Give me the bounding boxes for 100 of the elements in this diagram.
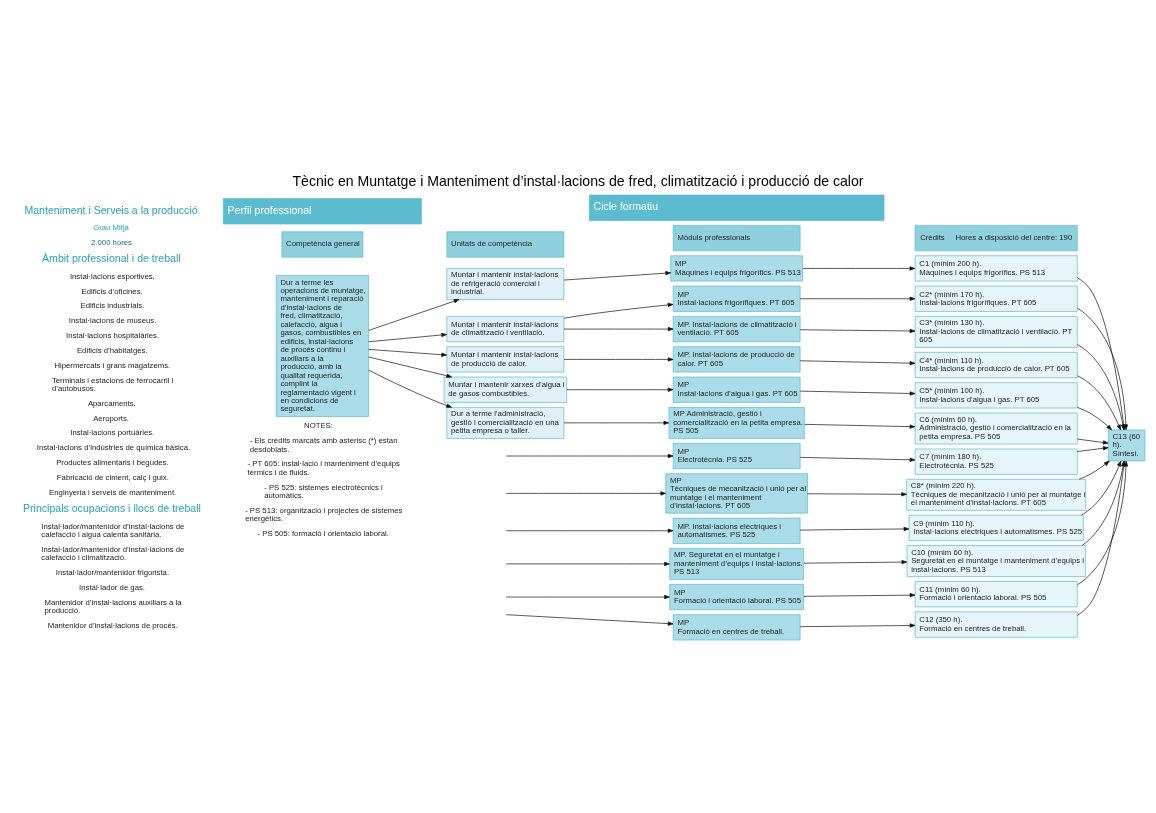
label: Àmbit professional i de treball	[42, 251, 181, 264]
arrow	[802, 265, 916, 270]
label: Instal·lacions portuàries.	[70, 427, 155, 437]
arrow	[368, 369, 452, 408]
arrow	[563, 420, 670, 425]
node-box: Perfil professional	[222, 197, 422, 224]
node-box: C11 (mínim 60 h). Formació i orientació laboral. PS 505	[914, 580, 1078, 607]
label: Hipermercats i grans magatzems.	[54, 360, 171, 370]
node-box: MP. Instal·lacions elèctriques i automatismes. PS 525	[672, 517, 801, 544]
node-box: MP. Instal·lacions de producció de calor. PT 605	[672, 345, 801, 372]
arrow	[1081, 460, 1122, 516]
arrow	[799, 296, 916, 301]
arrow	[799, 328, 916, 333]
node-box: C3* (mínim 130 h). Instal·lacions de climatització i ventilació. PT 605	[914, 315, 1078, 348]
arrow	[505, 594, 670, 599]
arrow	[505, 453, 674, 458]
label: Mantenidor d’instal·lacions auxiliars a la producció.	[44, 597, 182, 615]
arrow	[505, 490, 667, 495]
label: Instal·lador de gas.	[79, 582, 145, 592]
node-box: MP. Seguretat en el muntatge i manteniment d’equips i instal·lacions. PS 513	[669, 547, 804, 580]
node-box: MP Electrotècnia. PS 525	[672, 442, 801, 469]
arrow	[505, 613, 674, 626]
node-box: C4* (mínim 110 h). Instal·lacions de producció de calor. PT 605	[914, 351, 1078, 378]
label: - Els crèdits marcats amb asterisc (*) estan desdoblats.	[249, 435, 398, 454]
node-box: Muntar i mantenir xarxes d’aigua i de gasos combustibles.	[443, 376, 568, 403]
node-box: C1 (mínim 200 h). Màquines i equips frigorífics. PS 513	[914, 254, 1078, 281]
label: - PS 513: organització i projectes de sistemes energètics.	[245, 505, 403, 523]
label: Terminals i estacions de ferrocarril i d’autobusos.	[51, 375, 174, 393]
node-box: MP Formació en centres de treball.	[672, 613, 801, 640]
node-box: C2* (mínim 170 h). Instal·lacions frigorífiques. PT 605	[914, 285, 1078, 312]
label: Manteniment i Serveis a la producció	[24, 203, 198, 216]
arrow	[803, 559, 908, 564]
label: - PS 525: sistemes electrotècnics i automàtics.	[264, 482, 383, 500]
arrow	[1077, 460, 1126, 616]
node-box: C5* (mínim 100 h). Instal·lacions d’aigua i gas. PT 605	[914, 381, 1078, 408]
node-box: MP Administració, gestió i comercialització en la petita empresa. PS 505	[668, 406, 805, 439]
label: 2.000 hores	[91, 237, 133, 247]
arrow	[505, 561, 670, 566]
node-box: Dur a terme les operacions de muntatge, manteniment i reparació d’instal·lacions de fred, climatització, calefacció, aigua i gasos, combustibles en edificis, instal·lacions de procés continu i auxiliars a la producció, amb la qualitat requerida, complint la reglamentació vigent i en condicions de seguretat.	[275, 274, 369, 417]
arrow	[566, 387, 674, 392]
label: Instal·lacions d’indústries de química bàsica.	[36, 442, 191, 452]
node-box: MP Formació i orientació laboral. PS 505	[669, 583, 804, 610]
label: Aeroports.	[93, 413, 129, 423]
node-box: MP. Instal·lacions de climatització i ventilació. PT 605	[672, 315, 801, 342]
node-box: C8* (mínim 220 h). Tècniques de mecanització i unió per al muntatge i el manteniment d’instal·lacions. PT 605	[906, 478, 1087, 511]
node-box: C6 (mínim 60 h). Administració, gestió i comercialització en la petita empresa. PS 505	[914, 412, 1078, 444]
arrow	[368, 348, 447, 357]
node-box: Crèdits Hores a disposició del centre: 190	[914, 224, 1078, 251]
arrow	[799, 526, 910, 531]
arrow	[368, 298, 460, 331]
node-box: Muntar i mantenir instal·lacions de refrigeració comercial i industrial.	[446, 267, 565, 300]
arrow	[799, 456, 916, 462]
arrow	[563, 326, 674, 331]
arrow	[1076, 438, 1109, 445]
node-box: MP Tècniques de mecanització i unió per al muntatge i el manteniment d’instal·lacions. PT 605	[665, 472, 808, 513]
label: Edificis d’oficines.	[81, 286, 143, 296]
arrow	[799, 390, 916, 396]
arrow	[368, 332, 447, 342]
node-box: Unitats de competència	[446, 230, 565, 257]
arrow	[807, 491, 907, 496]
node-box: Dur a terme l’administració, gestió i comercialització en una petita empresa o taller.	[446, 406, 565, 439]
label: Principals ocupacions i llocs de treball	[23, 501, 201, 514]
arrow	[563, 356, 674, 361]
arrow	[1081, 460, 1126, 546]
node-box: MP Instal·lacions d’aigua i gas. PT 605	[672, 376, 801, 403]
label: Instal·lador/mantenidor frigorista.	[55, 567, 170, 577]
arrow	[563, 302, 674, 319]
arrow	[1077, 374, 1121, 430]
node-box: C7 (mínim 180 h). Electrotècnia. PS 525	[914, 448, 1078, 475]
arrow	[803, 592, 916, 597]
label: Fabricació de ciment, calç i guix.	[56, 472, 169, 482]
label: Instal·lador/mantenidor d’instal·lacions de calefacció i climatització.	[41, 544, 185, 562]
label: - PS 505: formació i orientació laboral.	[257, 528, 389, 538]
label: Instal·lacions hospitalàries.	[66, 330, 160, 340]
node-box: MP Instal·lacions frigorífiques. PT 605	[672, 285, 801, 312]
label: Mantenidor d’instal·lacions de procés.	[47, 620, 178, 630]
arrow	[799, 359, 916, 365]
arrow	[1077, 460, 1129, 585]
node-box: C12 (350 h). Formació en centres de treball.	[914, 611, 1078, 638]
node-box: C10 (mínim 60 h). Seguretat en el muntatge i manteniment d’equips i instal·lacions. PS 513	[906, 544, 1086, 577]
diagram-title: Tècnic en Muntatge i Manteniment d’instal·lacions de fred, climatització i producció de calor	[292, 172, 864, 189]
arrow	[804, 423, 916, 429]
node-box: Muntar i mantenir instal·lacions de producció de calor.	[446, 345, 565, 372]
arrow	[505, 528, 674, 533]
node-box: C13 (60 h). Síntesi.	[1107, 429, 1146, 461]
arrow	[563, 270, 671, 280]
arrow	[1076, 445, 1109, 452]
arrow	[368, 356, 452, 378]
label: Productes alimentaris i begudes.	[56, 457, 169, 467]
node-box: Cicle formatiu	[588, 194, 885, 221]
label: NOTES:	[304, 420, 333, 430]
node-box: C9 (mínim 110 h). Instal·lacions elèctriques i automatismes. PS 525	[908, 514, 1084, 541]
node-box: Mòduls professionals	[672, 224, 801, 251]
arrow	[799, 622, 916, 628]
node-box: MP Màquines i equips frigorífics. PS 513	[670, 254, 803, 281]
label: Instal·lacions esportives.	[69, 271, 155, 281]
arrow	[1078, 460, 1110, 480]
label: Edificis d’habitatges.	[76, 345, 148, 355]
label: Instal·lacions de museus.	[68, 315, 157, 325]
label: Edificis industrials.	[80, 300, 145, 310]
